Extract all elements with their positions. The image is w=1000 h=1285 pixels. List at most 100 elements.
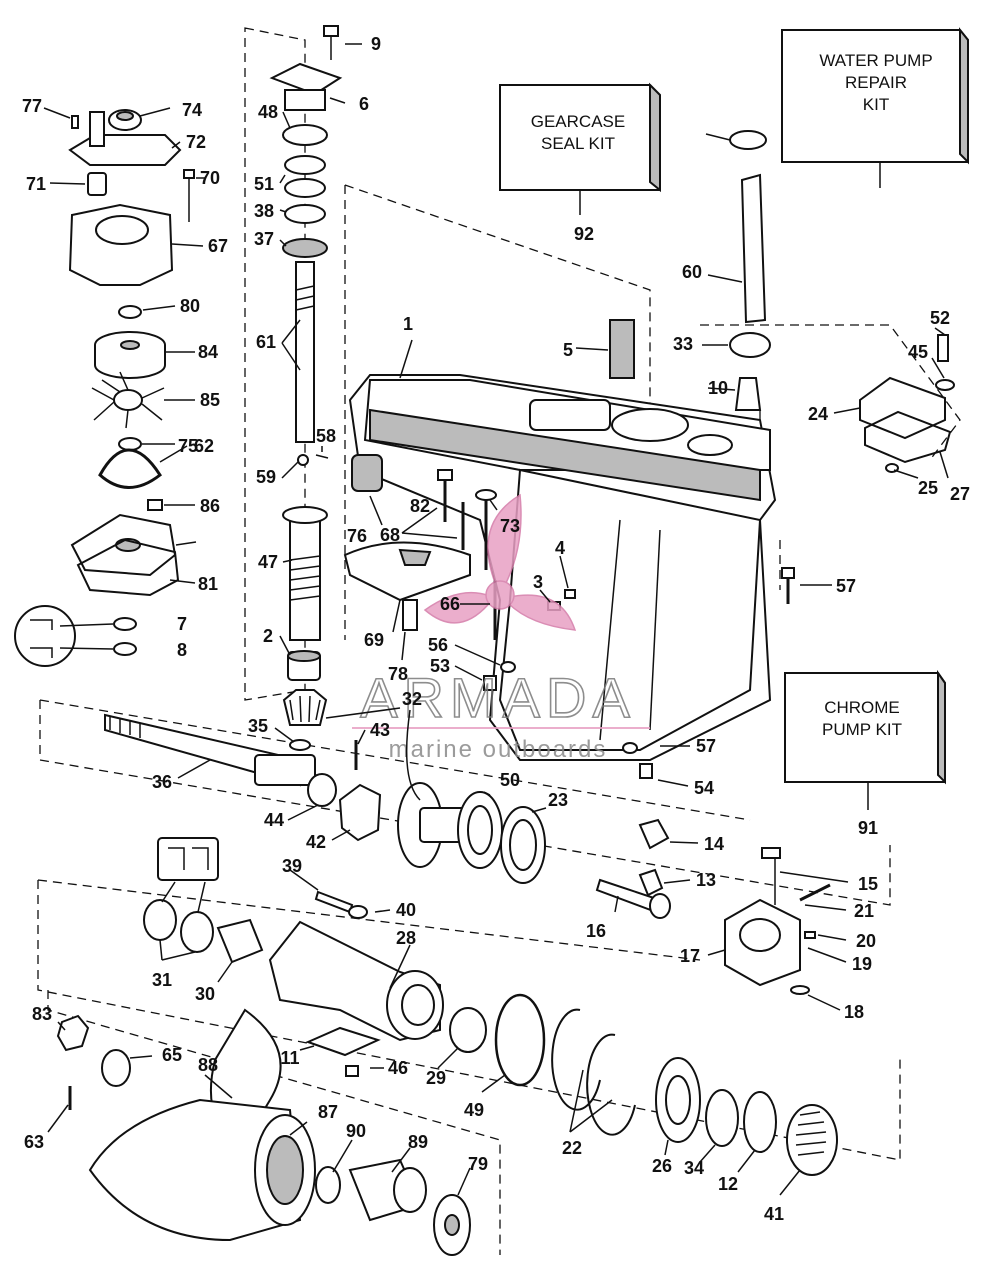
callout-label: 69 (364, 630, 384, 650)
callout-label: 86 (200, 496, 220, 516)
kit-label-line: PUMP KIT (822, 720, 902, 739)
callout-label: 46 (388, 1058, 408, 1078)
callout-label: 54 (694, 778, 714, 798)
callout-label: 59 (256, 467, 276, 487)
callout-label: 34 (684, 1158, 704, 1178)
callout-label: 88 (198, 1055, 218, 1075)
callout-label: 72 (186, 132, 206, 152)
callout-label: 43 (370, 720, 390, 740)
callout-label: 92 (574, 224, 594, 244)
callout-label: 62 (194, 436, 214, 456)
callout-label: 18 (844, 1002, 864, 1022)
callout-label: 39 (282, 856, 302, 876)
callout-label: 71 (26, 174, 46, 194)
watermark-brand: ARMADA (360, 666, 636, 729)
callout-label: 8 (177, 640, 187, 660)
callout-label: 33 (673, 334, 693, 354)
callout-label: 60 (682, 262, 702, 282)
propshaft-assembly (104, 713, 831, 995)
callout-label: 87 (318, 1102, 338, 1122)
callout-label: 89 (408, 1132, 428, 1152)
callout-label: 83 (32, 1004, 52, 1024)
callout-label: 27 (950, 484, 970, 504)
watermark-tagline: marine outboards (389, 736, 608, 763)
callout-label: 77 (22, 96, 42, 116)
gearcase-small-parts (343, 130, 955, 779)
callout-label: 73 (500, 516, 520, 536)
callout-label: 52 (930, 308, 950, 328)
gearcase-housing (348, 374, 777, 761)
callout-label: 26 (652, 1156, 672, 1176)
callout-label: 19 (852, 954, 872, 974)
callout-label: 66 (440, 594, 460, 614)
callout-label: 31 (152, 970, 172, 990)
driveshaft-assembly (269, 25, 343, 751)
water-pump-assembly (14, 109, 195, 667)
bearing-carrier-assembly (56, 837, 838, 1256)
callout-label: 49 (464, 1100, 484, 1120)
callout-label: 11 (280, 1048, 299, 1068)
callout-label: 68 (380, 525, 400, 545)
callout-label: 67 (208, 236, 228, 256)
kit-label-line: GEARCASE (531, 112, 625, 131)
callout-label: 28 (396, 928, 416, 948)
callout-label: 75 (178, 436, 198, 456)
callout-label: 14 (704, 834, 724, 854)
callout-labels: 1 2 3 4 5 6 7 8 9 10 11 12 13 14 15 16 1… (22, 34, 970, 1224)
callout-label: 32 (402, 689, 422, 709)
callout-label: 22 (562, 1138, 582, 1158)
callout-label: 90 (346, 1121, 366, 1141)
callout-label: 36 (152, 772, 172, 792)
callout-label: 24 (808, 404, 828, 424)
callout-label: 9 (371, 34, 381, 54)
callout-label: 91 (858, 818, 878, 838)
callout-label: 45 (908, 342, 928, 362)
propeller-logo-icon (423, 493, 577, 631)
callout-label: 41 (764, 1204, 784, 1224)
callout-label: 38 (254, 201, 274, 221)
callout-label: 23 (548, 790, 568, 810)
callout-label: 50 (500, 770, 520, 790)
callout-label: 56 (428, 635, 448, 655)
kit-label-line: KIT (863, 95, 889, 114)
kit-box-gearcase-seal: GEARCASE SEAL KIT (499, 82, 661, 215)
callout-label: 30 (195, 984, 215, 1004)
callout-label: 2 (263, 626, 273, 646)
callout-label: 61 (256, 332, 276, 352)
callout-label: 82 (410, 496, 430, 516)
callout-label: 13 (696, 870, 716, 890)
callout-label: 47 (258, 552, 278, 572)
callout-label: 3 (533, 572, 543, 592)
callout-label: 51 (254, 174, 274, 194)
callout-label: 57 (836, 576, 856, 596)
callout-label: 37 (254, 229, 274, 249)
callout-label: 29 (426, 1068, 446, 1088)
callout-label: 76 (347, 526, 367, 546)
callout-label: 84 (198, 342, 218, 362)
callout-label: 12 (718, 1174, 738, 1194)
callout-label: 57 (696, 736, 716, 756)
callout-label: 42 (306, 832, 326, 852)
kit-label-line: REPAIR (845, 73, 907, 92)
callout-label: 80 (180, 296, 200, 316)
callout-label: 40 (396, 900, 416, 920)
propeller-hub-icon (485, 580, 515, 610)
kit-label-line: WATER PUMP (819, 51, 932, 70)
leader-lines (43, 43, 949, 1196)
callout-label: 7 (177, 614, 187, 634)
callout-label: 53 (430, 656, 450, 676)
callout-label: 17 (680, 946, 700, 966)
callout-label: 79 (468, 1154, 488, 1174)
kit-label-line: SEAL KIT (541, 134, 615, 153)
callout-label: 70 (200, 168, 220, 188)
callout-label: 15 (858, 874, 878, 894)
kit-box-chrome-pump: CHROME PUMP KIT (784, 669, 946, 810)
armada-logo: ARMADA marine outboards (352, 493, 650, 763)
kit-label-line: CHROME (824, 698, 900, 717)
callout-label: 1 (403, 314, 413, 334)
callout-label: 4 (555, 538, 565, 558)
callout-label: 74 (182, 100, 202, 120)
callout-label: 35 (248, 716, 268, 736)
callout-label: 25 (918, 478, 938, 498)
